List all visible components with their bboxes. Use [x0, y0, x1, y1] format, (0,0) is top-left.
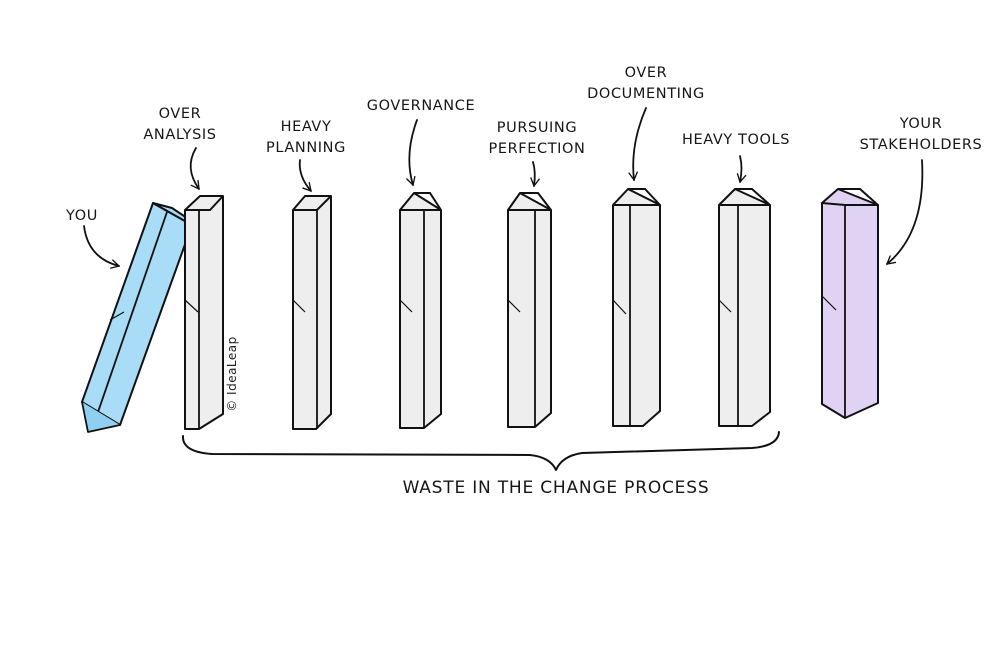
- label-waste-in-change-process: WASTE IN THE CHANGE PROCESS: [402, 478, 710, 498]
- stakeholders-domino: [821, 188, 879, 419]
- domino-governance: [399, 192, 442, 429]
- label-over-documenting: OVER DOCUMENTING: [587, 65, 705, 102]
- you-domino-front: [81, 202, 193, 426]
- domino-pursuing-perfection: [507, 192, 552, 428]
- label-over-analysis: OVER ANALYSIS: [143, 106, 217, 143]
- you-domino-edge: [97, 211, 168, 413]
- label-pursuing-perfection: PURSUING PERFECTION: [488, 120, 586, 157]
- domino-heavy-tools: [718, 188, 771, 427]
- label-your-stakeholders: YOUR STAKEHOLDERS: [859, 116, 983, 153]
- arrow-you: [83, 225, 120, 269]
- arrow-heavy-planning: [298, 159, 312, 192]
- arrow-governance: [406, 119, 418, 186]
- copyright-watermark: © IdeaLeap: [225, 336, 239, 412]
- arrow-your-stakeholders: [886, 159, 924, 265]
- domino-over-documenting: [612, 188, 661, 427]
- label-heavy-planning: HEAVY PLANNING: [266, 119, 346, 156]
- arrow-heavy-tools: [736, 155, 747, 183]
- arrow-pursuing-perfection: [530, 161, 540, 187]
- you-domino: [81, 202, 193, 433]
- label-you: YOU: [66, 208, 98, 224]
- domino-heavy-planning: [292, 195, 332, 430]
- arrow-over-analysis: [189, 147, 200, 190]
- label-heavy-tools: HEAVY TOOLS: [681, 132, 791, 148]
- waste-brace: [181, 431, 780, 471]
- label-governance: GOVERNANCE: [366, 98, 476, 114]
- arrow-over-documenting: [628, 107, 647, 181]
- domino-over-analysis: [184, 195, 224, 430]
